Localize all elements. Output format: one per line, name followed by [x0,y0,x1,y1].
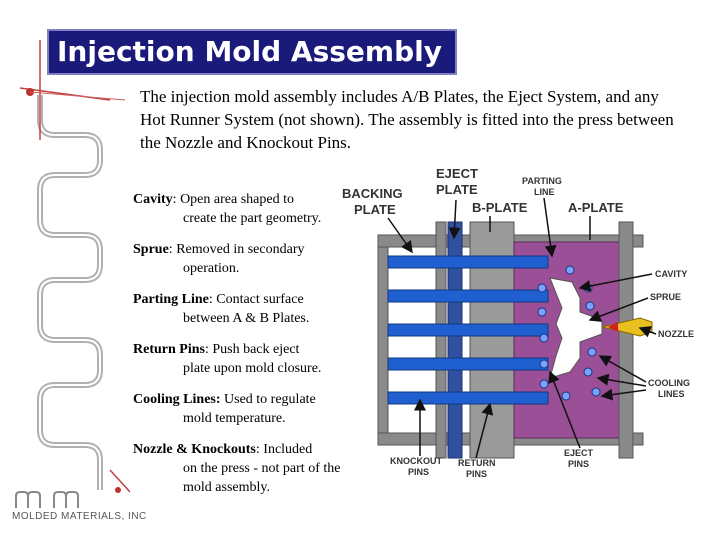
eject-plate-inner [435,221,447,459]
definition-desc-cont: between A & B Plates. [183,311,310,326]
cooling-line-dots [537,265,601,401]
label-eject-plate: EJECT [436,166,478,181]
definition-term: Cavity [133,192,173,207]
definition-term: Return Pins [133,342,205,357]
definition-term: Nozzle & Knockouts [133,442,256,457]
definition-desc: Used to regulate [224,392,316,407]
company-logo-mark [15,491,79,508]
label-parting-line-2: LINE [534,187,555,197]
label-eject-plate-2: PLATE [436,182,478,197]
definition-desc-cont: create the part geometry. [183,211,322,226]
label-cooling-lines-2: LINES [658,389,685,399]
label-cooling-lines: COOLING [648,378,690,388]
definition-sprue: Sprue: Removed in secondary operation. [133,240,348,278]
page-title: Injection Mold Assembly [57,35,442,68]
label-nozzle: NOZZLE [658,329,694,339]
definition-term: Parting Line [133,292,209,307]
leader-arrows [387,197,657,459]
definition-desc: Removed in secondary [176,242,305,257]
pin-3 [387,323,549,337]
label-backing-plate: BACKING [342,186,403,201]
pin-2 [387,289,549,303]
label-sprue: SPRUE [650,292,681,302]
definition-desc: Included [263,442,313,457]
label-parting-line: PARTING [522,176,562,186]
nozzle-tip [608,322,618,332]
backing-plate-left [377,234,389,446]
definition-cooling-lines: Cooling Lines: Used to regulate mold tem… [133,390,348,428]
title-banner: Injection Mold Assembly [47,29,457,75]
label-a-plate: A-PLATE [568,200,624,215]
a-plate-side [618,221,634,459]
label-eject-pins: EJECT [564,448,594,458]
definition-parting-line: Parting Line: Contact surface between A … [133,290,348,328]
definition-desc-cont: plate upon mold closure. [183,361,322,376]
company-logo-text: MOLDED MATERIALS, INC [12,511,147,522]
label-backing-plate-2: PLATE [354,202,396,217]
pin-4 [387,357,549,371]
label-cavity: CAVITY [655,269,687,279]
label-b-plate: B-PLATE [472,200,528,215]
definition-desc-cont: on the press - not part of the mold asse… [183,461,341,495]
label-return-pins: RETURN [458,458,496,468]
definitions-list: Cavity: Open area shaped to create the p… [133,190,348,509]
definition-term: Cooling Lines: [133,392,221,407]
pin-1 [387,255,549,269]
definition-desc-cont: mold temperature. [183,411,286,426]
definition-cavity: Cavity: Open area shaped to create the p… [133,190,348,228]
label-knockout-pins: KNOCKOUT [390,456,442,466]
decorative-cooling-line-graphic [19,40,130,493]
definition-term: Sprue [133,242,169,257]
mold-assembly-diagram: BACKING PLATE EJECT PLATE PARTING LINE B… [342,166,694,479]
cavity-shape [549,277,603,379]
definition-desc: Contact surface [216,292,304,307]
intro-paragraph: The injection mold assembly includes A/B… [140,87,674,152]
definition-desc: Open area shaped to [180,192,294,207]
definition-desc-cont: operation. [183,261,240,276]
definition-nozzle-knockouts: Nozzle & Knockouts: Included on the pres… [133,440,348,497]
label-knockout-pins-2: PINS [408,467,429,477]
definition-desc: Push back eject [212,342,300,357]
definition-return-pins: Return Pins: Push back eject plate upon … [133,340,348,378]
label-return-pins-2: PINS [466,469,487,479]
pin-5 [387,391,549,405]
label-eject-pins-2: PINS [568,459,589,469]
